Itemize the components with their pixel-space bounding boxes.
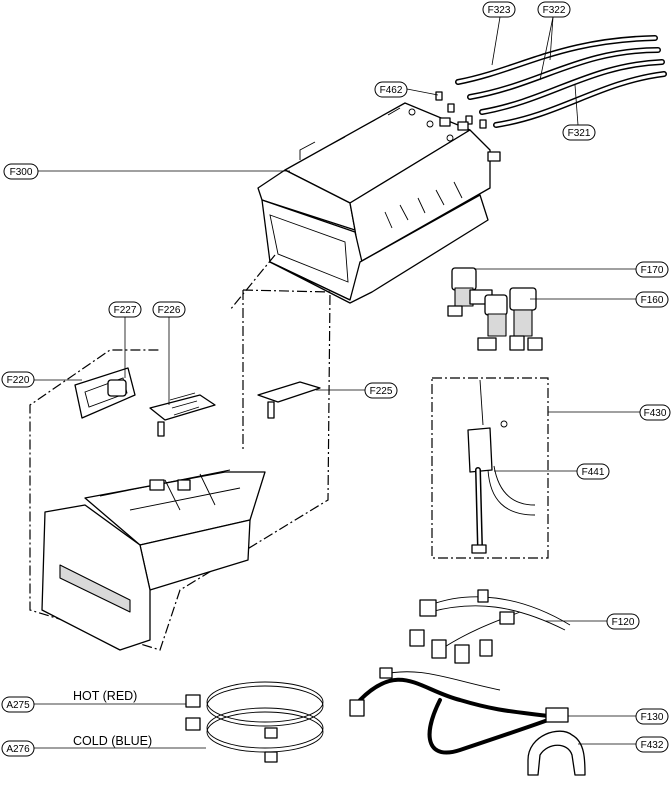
callout-f160: F160 [635, 291, 669, 308]
callout-f300: F300 [3, 163, 39, 180]
callout-f441: F441 [576, 463, 610, 480]
svg-text:F220: F220 [7, 375, 30, 386]
svg-text:F462: F462 [380, 85, 403, 96]
cold-hose-label: COLD (BLUE) [73, 734, 152, 748]
svg-text:F321: F321 [568, 128, 591, 139]
callout-a275: A275 [1, 696, 35, 713]
svg-text:A275: A275 [6, 700, 30, 711]
hose-clip-f432 [527, 730, 586, 776]
water-valves [447, 267, 543, 351]
dispenser-housing [257, 102, 501, 304]
svg-text:F432: F432 [641, 740, 664, 751]
svg-text:F225: F225 [370, 386, 393, 397]
callout-f227: F227 [108, 301, 142, 318]
svg-text:F430: F430 [644, 408, 667, 419]
svg-text:A276: A276 [6, 744, 30, 755]
callout-f430: F430 [639, 404, 671, 421]
svg-text:F130: F130 [641, 712, 664, 723]
leader-lines [34, 16, 640, 749]
callout-f322: F322 [537, 1, 571, 18]
svg-text:F323: F323 [488, 5, 511, 16]
callout-f323: F323 [482, 1, 516, 18]
hot-hose-label: HOT (RED) [73, 689, 137, 703]
svg-text:F226: F226 [158, 305, 181, 316]
svg-text:F227: F227 [114, 305, 137, 316]
callout-f321: F321 [562, 124, 596, 141]
svg-text:F300: F300 [10, 167, 33, 178]
callout-a276: A276 [1, 740, 35, 757]
drain-hose-box [431, 377, 549, 559]
callout-f225: F225 [364, 382, 398, 399]
svg-text:F120: F120 [612, 617, 635, 628]
callout-f226: F226 [152, 301, 186, 318]
callout-f120: F120 [606, 613, 640, 630]
callout-f170: F170 [635, 261, 669, 278]
callout-f220: F220 [1, 371, 35, 388]
callout-f432: F432 [635, 736, 669, 753]
wire-harness-f120 [409, 589, 571, 664]
inlet-hoses [435, 35, 667, 129]
wire-harness-f130 [349, 667, 569, 755]
svg-text:F160: F160 [641, 295, 664, 306]
callout-f130: F130 [635, 708, 669, 725]
drawer-assembly [29, 254, 331, 651]
inlet-hose-set [185, 681, 324, 763]
svg-text:F441: F441 [582, 467, 605, 478]
callout-f462: F462 [374, 81, 408, 98]
svg-text:F322: F322 [543, 5, 566, 16]
svg-text:F170: F170 [641, 265, 664, 276]
